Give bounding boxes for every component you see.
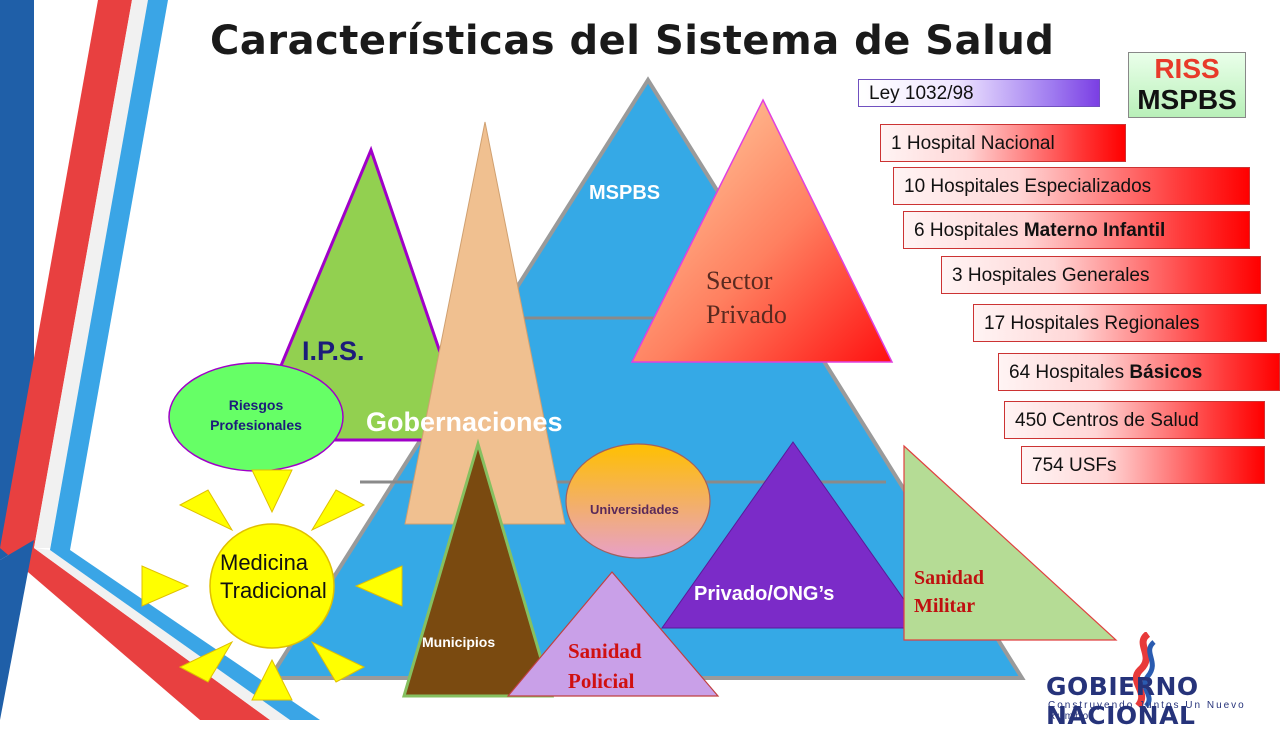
sun-ray <box>251 658 293 701</box>
label-ips: I.P.S. <box>302 336 365 366</box>
sun-ray <box>354 565 403 607</box>
fact-box-centros-de-salud: 450 Centros de Salud <box>1004 401 1265 439</box>
stripe-red-top <box>0 0 132 548</box>
fact-box-hospital-nacional: 1 Hospital Nacional <box>880 124 1126 162</box>
gobierno-nacional-logo-icon <box>1132 632 1156 708</box>
riss-mspbs-box: RISS MSPBS <box>1128 52 1246 118</box>
label-sanidad-militar: Sanidad Militar <box>914 564 984 620</box>
fact-box-materno-infantil: 6 Hospitales Materno Infantil <box>903 211 1250 249</box>
fact-text-bold: Materno Infantil <box>1023 220 1166 241</box>
fact-box-hospitales-regionales: 17 Hospitales Regionales <box>973 304 1267 342</box>
label-sanidad-militar-line1: Sanidad <box>914 567 985 589</box>
label-sector-privado-line1: Sector <box>706 266 773 295</box>
fact-box-usfs: 754 USFs <box>1021 446 1265 484</box>
stripe-blue-bottom <box>50 550 320 720</box>
page-title: Características del Sistema de Salud <box>210 18 1055 64</box>
label-medicina-line2: Tradicional <box>220 578 327 603</box>
label-sanidad-policial: Sanidad Policial <box>568 636 642 696</box>
label-sector-privado: Sector Privado <box>706 264 787 332</box>
fact-box-hospitales-especializados: 10 Hospitales Especializados <box>893 167 1250 205</box>
label-gobernaciones: Gobernaciones <box>366 407 563 437</box>
fact-text: 17 Hospitales Regionales <box>984 313 1200 334</box>
label-medicina-line1: Medicina <box>220 550 309 575</box>
label-sector-privado-line2: Privado <box>706 300 787 329</box>
sun-core <box>209 523 335 649</box>
label-privado-ongs: Privado/ONG’s <box>694 583 835 605</box>
label-sanidad-policial-line1: Sanidad <box>568 639 642 663</box>
fact-text: 450 Centros de Salud <box>1015 410 1199 431</box>
label-riesgos-line2: Profesionales <box>210 417 302 433</box>
sun-ray <box>178 640 234 683</box>
fact-text: 10 Hospitales Especializados <box>904 176 1152 197</box>
label-universidades: Universidades <box>590 502 679 517</box>
triangle-ips <box>247 145 473 442</box>
label-sanidad-militar-line2: Militar <box>914 595 976 617</box>
label-sanidad-policial-line2: Policial <box>568 669 635 693</box>
stripe-dark-blue-bottom <box>0 540 34 720</box>
riss-label: RISS <box>1154 53 1220 84</box>
fact-box-hospitales-basicos: 64 Hospitales Básicos <box>998 353 1280 391</box>
sun-shape <box>141 469 403 701</box>
sun-ray <box>310 489 366 532</box>
sun-ray <box>310 640 366 683</box>
stripe-white-bottom <box>34 548 290 720</box>
riss-mspbs-label: MSPBS <box>1137 84 1237 115</box>
label-medicina-tradicional: Medicina Tradicional <box>220 549 327 605</box>
sun-ray <box>251 469 293 514</box>
fact-text: 1 Hospital Nacional <box>891 133 1055 154</box>
logo-tagline: Construyendo Juntos Un Nuevo Rumbo <box>1048 700 1246 722</box>
label-mspbs: MSPBS <box>589 182 661 204</box>
fact-text: Ley 1032/98 <box>869 83 974 104</box>
triangle-municipios <box>401 438 555 698</box>
fact-box-ley: Ley 1032/98 <box>858 79 1100 107</box>
triangle-privado-ongs <box>661 441 925 629</box>
sun-ray <box>178 489 234 532</box>
stripe-blue-top <box>50 0 168 550</box>
fact-text-bold: Básicos <box>1129 362 1203 383</box>
triangle-sanidad-policial <box>506 571 720 697</box>
triangle-sector-privado <box>630 98 894 363</box>
label-riesgos-line1: Riesgos <box>228 397 284 413</box>
fact-text: 3 Hospitales Generales <box>952 265 1150 286</box>
triangle-sanidad-militar <box>903 444 1118 641</box>
ellipse-universidades <box>565 443 711 559</box>
fact-box-hospitales-generales: 3 Hospitales Generales <box>941 256 1261 294</box>
sun-ray <box>141 565 190 607</box>
fact-text: 6 Hospitales <box>914 220 1024 241</box>
label-municipios: Municipios <box>422 634 496 650</box>
label-riesgos-profesionales: Riesgos Profesionales <box>190 395 322 435</box>
stripe-white-top <box>34 0 150 548</box>
fact-text: 754 USFs <box>1032 455 1117 476</box>
fact-text: 64 Hospitales <box>1009 362 1130 383</box>
